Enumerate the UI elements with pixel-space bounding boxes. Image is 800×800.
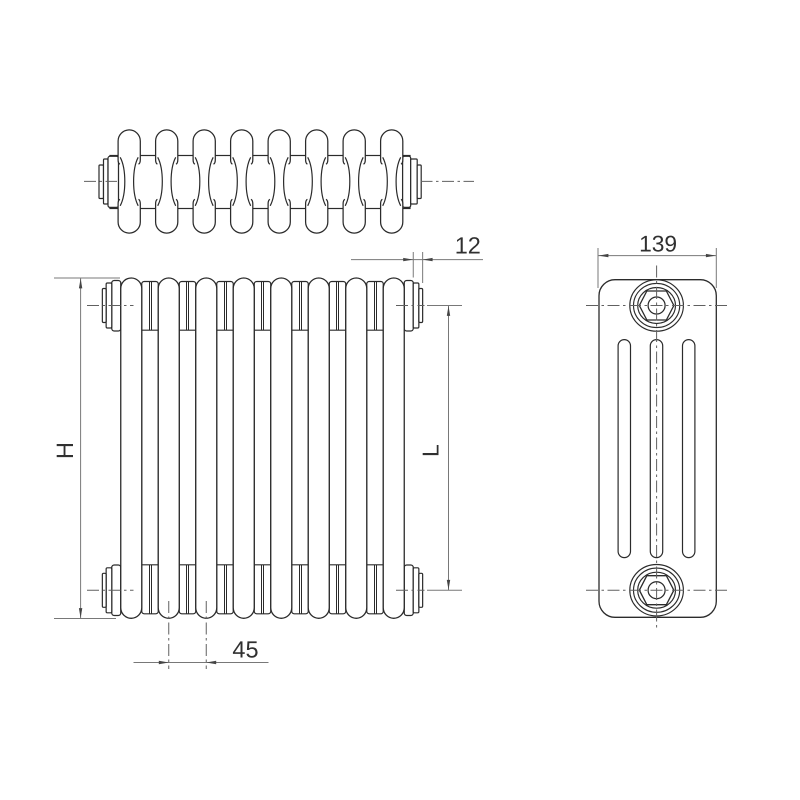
svg-text:12: 12: [455, 233, 481, 259]
svg-text:H: H: [53, 442, 79, 459]
svg-text:45: 45: [232, 637, 258, 663]
svg-text:L: L: [417, 444, 443, 457]
svg-text:139: 139: [639, 230, 677, 256]
